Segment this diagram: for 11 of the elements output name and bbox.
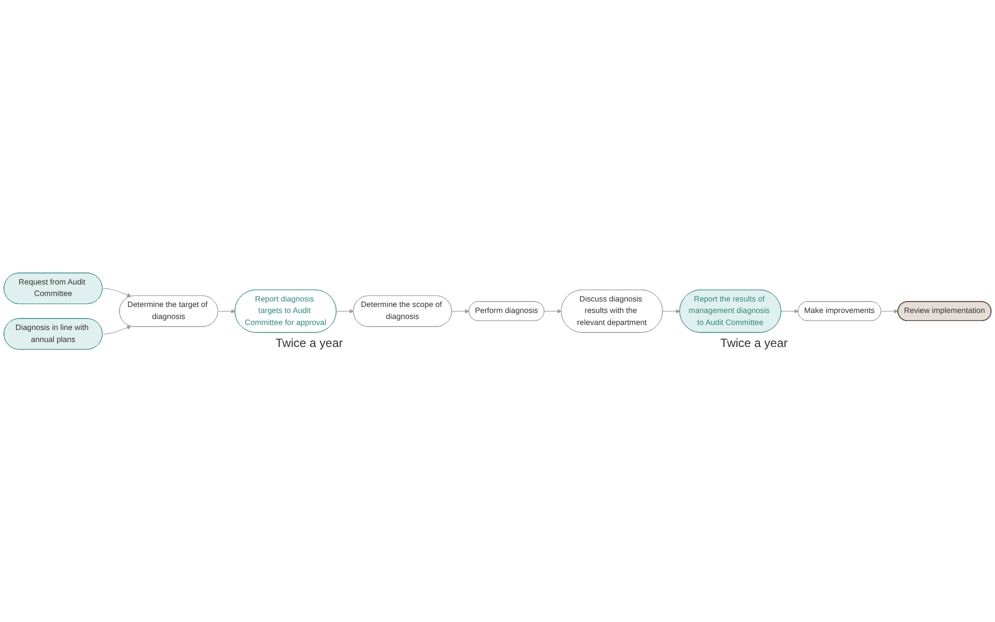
note-text: Twice a year (720, 336, 788, 350)
arrow (662, 308, 680, 314)
arrow (102, 326, 132, 334)
arrow (102, 288, 132, 297)
arrow (218, 308, 236, 314)
arrow (336, 308, 354, 314)
arrow (544, 308, 562, 314)
note-text: Twice a year (276, 336, 343, 350)
arrow (452, 308, 470, 314)
arrow (880, 308, 898, 314)
arrow (780, 308, 799, 314)
